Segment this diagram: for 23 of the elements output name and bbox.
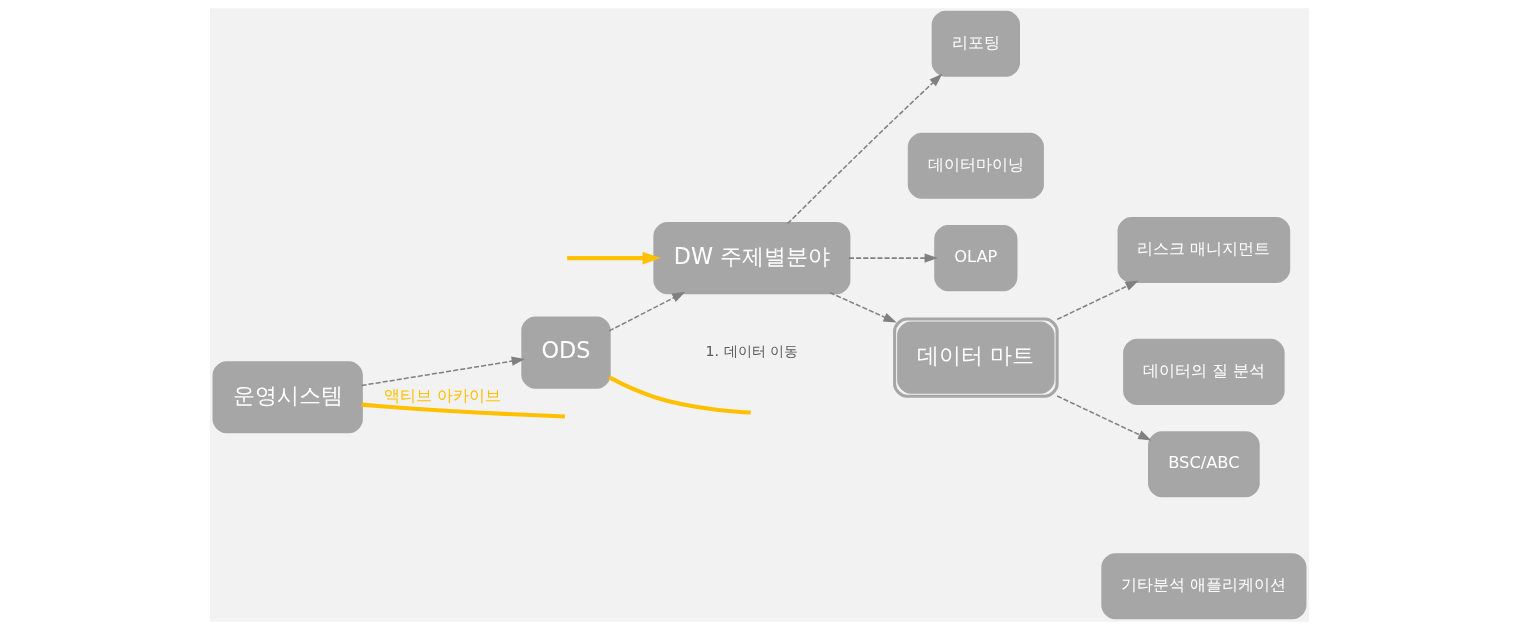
arrow xyxy=(360,356,525,387)
node-box: OLAP xyxy=(933,225,1017,292)
node-box: DW 주제별분야 xyxy=(652,222,850,295)
node-box: 데이터 마트 xyxy=(892,317,1059,398)
node-box: ODS xyxy=(520,316,611,389)
arrow xyxy=(786,73,942,225)
edge-label: 액티브 아카이브 xyxy=(383,386,501,406)
connector xyxy=(607,375,751,415)
arrow xyxy=(847,253,938,263)
arrow xyxy=(566,251,661,265)
node-box: 리스크 매니지먼트 xyxy=(1117,217,1290,283)
node-box: 데이터마이닝 xyxy=(907,132,1044,199)
connector xyxy=(360,402,565,419)
node-box: BSC/ABC xyxy=(1147,431,1260,498)
arrow xyxy=(1055,395,1151,441)
node-box: 운영시스템 xyxy=(212,361,363,434)
node-box: 데이터의 질 분석 xyxy=(1122,338,1285,405)
arrow xyxy=(828,291,897,323)
node-box: 리포팅 xyxy=(931,10,1020,77)
arrow xyxy=(607,291,685,332)
arrow xyxy=(1055,280,1139,321)
node-box: 기타분석 애플리케이션 xyxy=(1100,553,1306,620)
label: 1. 데이터 이동 xyxy=(705,343,798,360)
